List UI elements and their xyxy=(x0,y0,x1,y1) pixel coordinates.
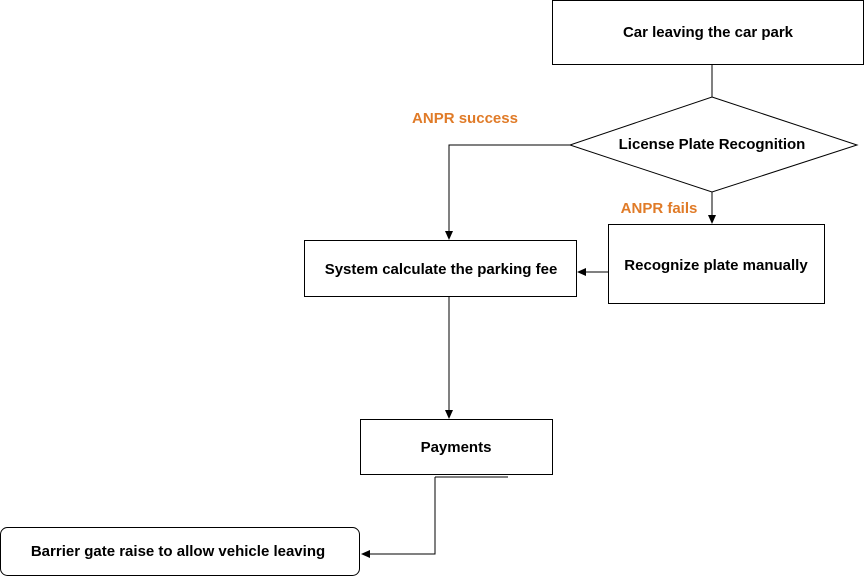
edge-payments-to-barrier xyxy=(369,476,508,555)
edges xyxy=(361,65,716,558)
calculate-fee-box xyxy=(304,240,577,297)
arrowhead-payments-top xyxy=(445,410,453,419)
arrowhead-manual-top xyxy=(708,215,716,224)
arrowhead-barrier-right xyxy=(361,550,370,558)
node-recognize-manually: Recognize plate manually xyxy=(608,224,825,304)
barrier-gate-label: Barrier gate raise to allow vehicle leav… xyxy=(31,543,325,560)
car-leaving-label: Car leaving the car park xyxy=(623,24,794,41)
anpr-fails-label: ANPR fails xyxy=(621,200,698,217)
anpr-success-label: ANPR success xyxy=(412,110,518,127)
recognize-manually-box xyxy=(608,224,825,304)
plate-recognition-label: License Plate Recognition xyxy=(619,136,806,153)
arrowhead-fee-top xyxy=(445,231,453,240)
calculate-fee-label: System calculate the parking fee xyxy=(325,261,558,278)
edge-recognition-to-fee xyxy=(448,144,570,232)
car-leaving-box xyxy=(552,0,864,65)
node-payments: Payments xyxy=(360,419,553,475)
node-barrier-gate: Barrier gate raise to allow vehicle leav… xyxy=(0,527,360,576)
node-car-leaving: Car leaving the car park xyxy=(552,0,864,65)
payments-box xyxy=(360,419,553,475)
node-calculate-fee: System calculate the parking fee xyxy=(304,240,577,297)
barrier-gate-box xyxy=(0,527,360,576)
payments-label: Payments xyxy=(421,439,492,456)
node-plate-recognition: License Plate Recognition xyxy=(568,96,859,193)
plate-recognition-diamond xyxy=(568,96,859,193)
arrowhead-fee-right xyxy=(577,268,586,276)
recognize-manually-label: Recognize plate manually xyxy=(624,257,808,274)
